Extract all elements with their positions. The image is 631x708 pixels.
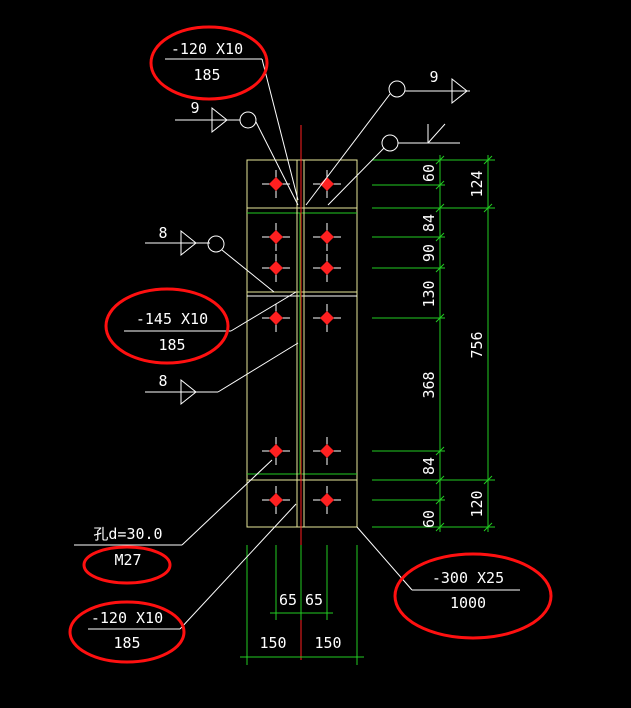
highlight-main-plate xyxy=(393,552,553,640)
bolt-group xyxy=(262,170,341,514)
weld-symbol-9-left xyxy=(175,106,299,206)
label-main-plate-size: -300 X25 xyxy=(432,569,504,587)
leader-plate-top-diag xyxy=(261,58,299,201)
highlight-hole-bolt xyxy=(82,545,172,585)
right-dimensions xyxy=(372,155,495,532)
weld-symbol-8-upper xyxy=(145,229,275,293)
bolt xyxy=(313,254,341,282)
dim-84-top: 84 xyxy=(420,214,438,232)
dim-368: 368 xyxy=(420,371,438,398)
leader-plate-bottom-diag xyxy=(179,503,297,630)
bolt xyxy=(262,223,290,251)
dim-90: 90 xyxy=(420,244,438,262)
bolt xyxy=(262,304,290,332)
label-plate-bottom-length: 185 xyxy=(113,634,140,652)
highlight-plate-top xyxy=(149,25,269,101)
dim-150-right: 150 xyxy=(314,634,341,652)
weld-size-9-right: 9 xyxy=(429,68,438,86)
weld-size-9-left: 9 xyxy=(190,99,199,117)
dim-124: 124 xyxy=(468,170,486,197)
dim-130: 130 xyxy=(420,280,438,307)
label-plate-top-size: -120 X10 xyxy=(171,40,243,58)
dim-84-bottom: 84 xyxy=(420,457,438,475)
dim-120: 120 xyxy=(468,490,486,517)
bolt xyxy=(313,170,341,198)
label-plate-mid-length: 185 xyxy=(158,336,185,354)
label-plate-bottom-size: -120 X10 xyxy=(91,609,163,627)
dim-150-left: 150 xyxy=(259,634,286,652)
weld-symbol-9-right xyxy=(305,77,470,206)
label-hole-bolt: M27 xyxy=(114,551,141,569)
bolt xyxy=(313,304,341,332)
bolt xyxy=(262,486,290,514)
highlight-plate-mid xyxy=(104,287,230,365)
weld-size-8-lower: 8 xyxy=(158,372,167,390)
bolt xyxy=(313,223,341,251)
weld-size-8-upper: 8 xyxy=(158,224,167,242)
dim-65-right: 65 xyxy=(305,591,323,609)
main-plate xyxy=(246,159,358,528)
leader-plate-mid-diag xyxy=(230,291,297,332)
highlight-plate-bottom xyxy=(68,600,186,664)
dim-60-top: 60 xyxy=(420,164,438,182)
bolt xyxy=(313,437,341,465)
bolt xyxy=(262,170,290,198)
bolt xyxy=(262,437,290,465)
bolt xyxy=(313,486,341,514)
label-plate-mid-size: -145 X10 xyxy=(136,310,208,328)
dim-65-left: 65 xyxy=(279,591,297,609)
weld-symbol-8-lower xyxy=(145,342,299,406)
dim-60-bottom: 60 xyxy=(420,510,438,528)
label-hole-diameter: 孔d=30.0 xyxy=(93,525,162,543)
bottom-dimensions xyxy=(240,545,364,665)
bolt xyxy=(262,254,290,282)
weld-symbol-fillet-right xyxy=(327,123,460,206)
dim-756: 756 xyxy=(468,331,486,358)
leader-hole-diag xyxy=(181,459,273,546)
label-main-plate-length: 1000 xyxy=(450,594,486,612)
label-plate-top-length: 185 xyxy=(193,66,220,84)
